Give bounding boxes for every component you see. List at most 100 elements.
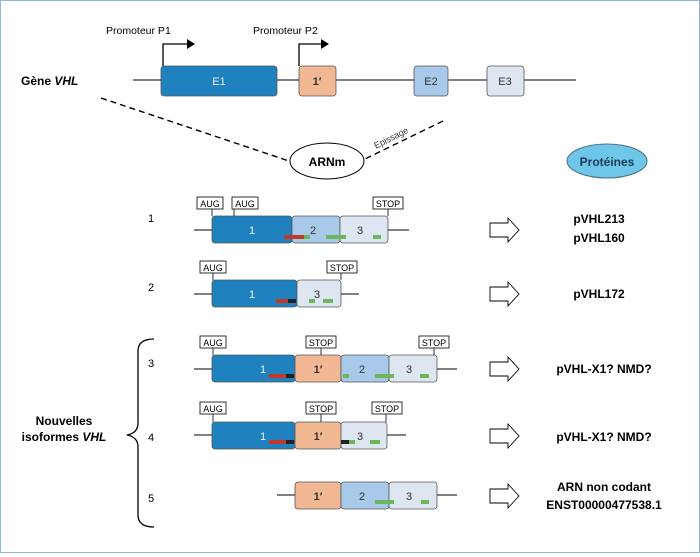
exon-1-label: 1 xyxy=(260,431,266,443)
green-marker xyxy=(326,235,346,239)
isoform-row-3: 3 1 1′ 2 3 AUG STOP STOP pVHL-X1? NMD? xyxy=(148,335,652,383)
black-marker xyxy=(286,440,294,444)
green-marker xyxy=(304,235,310,239)
stop-tag xyxy=(326,260,358,274)
epissage-label: Epissage xyxy=(372,125,410,151)
splice-line-right xyxy=(364,120,444,160)
aug-label: AUG xyxy=(235,199,255,209)
exon-3-label: 3 xyxy=(357,431,363,443)
isoform-row-2: 2 1 3 AUG STOP pVHL172 xyxy=(148,260,625,308)
isoform-number: 1 xyxy=(148,213,154,225)
red-marker xyxy=(269,440,286,444)
output-arrow xyxy=(489,216,520,244)
green-marker xyxy=(309,299,315,303)
black-marker xyxy=(288,299,296,303)
exon-2-label: 2 xyxy=(310,225,316,237)
aug-tag xyxy=(196,196,224,210)
promoter-p1-arrow xyxy=(162,39,195,66)
promoter-p1-label: Promoteur P1 xyxy=(106,25,171,37)
exon-3-label: 3 xyxy=(406,364,412,376)
green-marker xyxy=(421,500,429,504)
gene-exon-e2-label: E2 xyxy=(424,76,437,88)
protein-label: pVHL213 xyxy=(573,212,625,226)
isoform-row-5: 5 1′ 2 3 ARN non codant ENST00000477538.… xyxy=(148,480,662,512)
red-marker xyxy=(269,374,286,378)
isoform-row-1: 1 1 2 3 AUG AUG STOP pVHL213 pVHL160 xyxy=(148,196,625,245)
black-marker xyxy=(341,440,349,444)
exon-1-label: 1 xyxy=(249,225,255,237)
exon-3-box xyxy=(388,481,438,510)
aug-label: AUG xyxy=(203,404,223,414)
isoform-number: 2 xyxy=(148,282,154,294)
exon-3-box xyxy=(388,354,438,383)
aug-label: AUG xyxy=(203,338,223,348)
arnm-label: ARNm xyxy=(309,155,346,169)
green-marker xyxy=(375,374,394,378)
gene-exon-1prime xyxy=(298,65,337,97)
exon-1prime-label: 1′ xyxy=(314,431,323,443)
new-isoforms-brace xyxy=(126,338,155,528)
green-marker xyxy=(420,374,429,378)
gene-exon-e1 xyxy=(160,65,278,97)
aug-label: AUG xyxy=(203,263,223,273)
gene-exon-e1-label: E1 xyxy=(212,76,225,88)
proteins-header: Protéines xyxy=(580,155,635,169)
output-arrow xyxy=(489,280,520,308)
new-isoforms-label-line2: isoformes VHL xyxy=(22,430,107,444)
gene-exon-e2 xyxy=(413,65,449,97)
exon-2-label: 2 xyxy=(359,491,365,503)
exon-3-box xyxy=(340,421,388,450)
protein-label: pVHL160 xyxy=(573,231,625,245)
red-marker xyxy=(284,235,304,239)
proteins-oval xyxy=(566,143,648,179)
protein-label: ENST00000477538.1 xyxy=(546,498,662,512)
green-marker xyxy=(375,500,394,504)
exon-1-label: 1 xyxy=(249,289,255,301)
isoform-row-4: 4 1 1′ 3 AUG STOP STOP pVHL-X1? NMD? xyxy=(148,401,652,450)
exon-3-label: 3 xyxy=(406,491,412,503)
stop-label: STOP xyxy=(309,338,333,348)
green-marker xyxy=(370,440,380,444)
green-marker xyxy=(373,235,381,239)
exon-1-label: 1 xyxy=(260,364,266,376)
stop-tag xyxy=(371,401,403,415)
promoter-p2-arrow xyxy=(298,39,329,66)
green-marker xyxy=(343,374,349,378)
exon-2-label: 2 xyxy=(359,364,365,376)
red-marker xyxy=(276,299,288,303)
protein-label: ARN non codant xyxy=(557,480,651,494)
stop-label: STOP xyxy=(376,199,400,209)
output-arrow xyxy=(489,355,520,383)
protein-label: pVHL172 xyxy=(573,287,625,301)
stop-label: STOP xyxy=(330,263,354,273)
output-arrow xyxy=(489,422,520,450)
aug-tag xyxy=(231,196,259,210)
splice-line-left xyxy=(100,97,290,162)
green-marker xyxy=(349,440,355,444)
green-marker xyxy=(323,299,333,303)
black-marker xyxy=(286,374,294,378)
protein-label: pVHL-X1? NMD? xyxy=(556,362,651,376)
gene-exon-1prime-label: 1′ xyxy=(313,76,322,88)
aug-label: AUG xyxy=(200,199,220,209)
exon-3-label: 3 xyxy=(314,289,320,301)
stop-label: STOP xyxy=(375,404,399,414)
exon-1prime-label: 1′ xyxy=(314,364,323,376)
new-isoforms-label-line1: Nouvelles xyxy=(36,414,93,428)
gene-exon-e3-label: E3 xyxy=(498,76,511,88)
gene-exon-e3 xyxy=(486,65,525,97)
protein-label: pVHL-X1? NMD? xyxy=(556,430,651,444)
exon-1prime-label: 1′ xyxy=(314,491,323,503)
arnm-ellipse xyxy=(289,142,365,180)
isoform-number: 3 xyxy=(148,358,154,370)
isoform-number: 4 xyxy=(148,432,154,444)
isoform-number: 5 xyxy=(148,493,154,505)
gene-label: Gène VHL xyxy=(21,74,78,88)
output-arrow xyxy=(489,482,520,510)
exon-1-box xyxy=(211,421,296,450)
stop-label: STOP xyxy=(309,404,333,414)
stop-label: STOP xyxy=(422,338,446,348)
promoter-p2-label: Promoteur P2 xyxy=(253,25,318,37)
